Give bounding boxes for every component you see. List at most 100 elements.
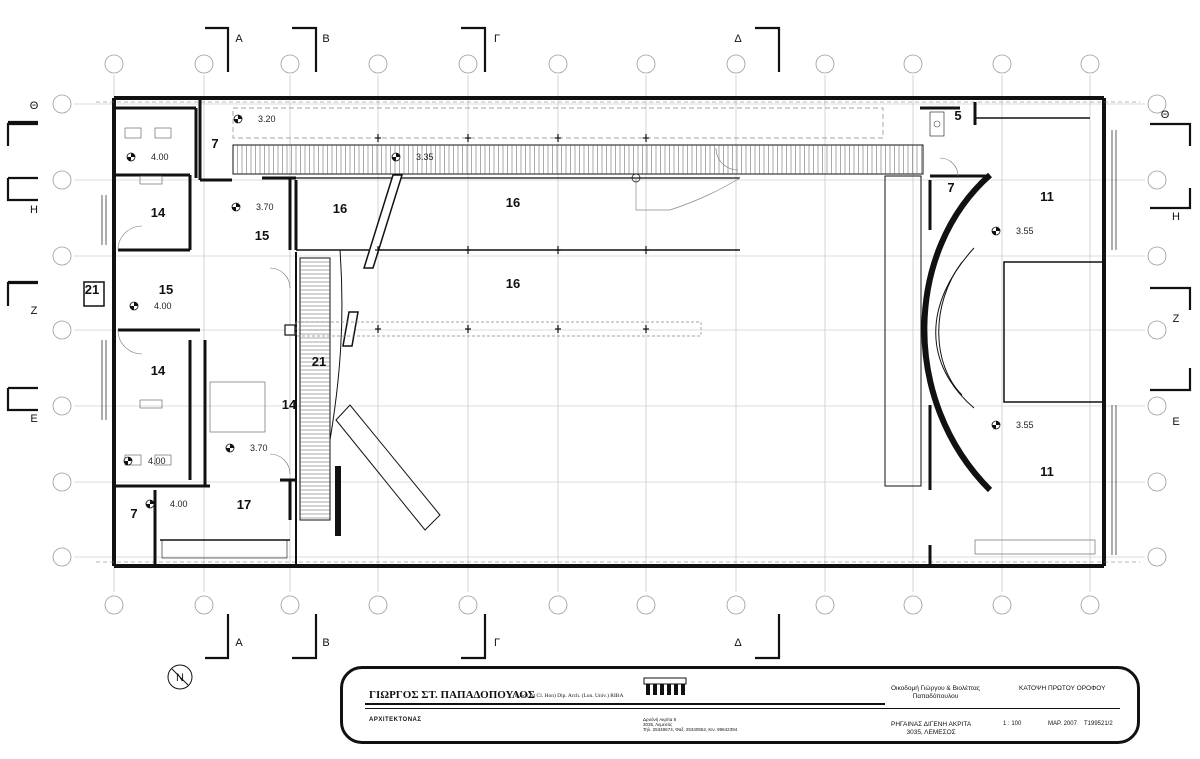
grid-bubble-bottom [194,595,214,615]
grid-bubble-bottom [815,595,835,615]
section-label-left: Θ [30,100,39,112]
architect-name: ΓΙΩΡΓΟΣ ΣΤ. ΠΑΠΑΔΟΠΟΥΛΟΣ [369,689,535,701]
grid-bubble-right [1147,472,1167,492]
section-cut-mark [1150,122,1192,146]
room-number: 14 [151,363,166,378]
angled-walls [329,174,404,441]
north-label: N [176,672,184,684]
grid-bubble-left [52,170,72,190]
grid-bubble-right [1147,94,1167,114]
grid-bubble-left [52,547,72,567]
grid-bubble-top [458,54,478,74]
curved-wall [921,172,993,493]
grid-bubble-left [52,94,72,114]
section-label-bottom: Δ [734,637,742,649]
room-number: 16 [506,195,520,210]
room-number: 14 [151,205,166,220]
address-line-2: 3035, Λεμεσός [643,722,673,728]
address-line-1: Δρυόνή Ακρίτα 8 [643,717,677,722]
room-number: 7 [130,506,137,521]
level-value: 3.35 [416,152,434,162]
room-number: 21 [312,354,326,369]
section-cut-mark [461,26,487,72]
section-cut-mark [6,122,38,146]
level-value: 4.00 [151,152,169,162]
title-rule-thick [365,703,885,705]
drawing-title: ΚΑΤΟΨΗ ΠΡΩΤΟΥ ΟΡΟΦΟΥ [1019,685,1106,692]
section-label-top: Δ [734,33,742,45]
level-value: 4.00 [148,456,166,466]
north-arrow: N [167,664,193,690]
section-cut-mark [461,614,487,660]
grid-bubble-right [1147,170,1167,190]
level-value: 4.00 [170,499,188,509]
room-number: 21 [85,282,99,297]
grid-bubble-bottom [1080,595,1100,615]
section-cut-mark [205,614,230,660]
level-marker-fill [130,302,138,310]
grid-bubble-top [636,54,656,74]
grid-bubble-top [815,54,835,74]
grid-bubble-top [726,54,746,74]
title-block: ΓΙΩΡΓΟΣ ΣΤ. ΠΑΠΑΔΟΠΟΥΛΟΣ B.Sc (1st Cl. H… [340,666,1140,744]
level-marker-fill [232,203,240,211]
room-number: 7 [947,180,954,195]
level-value: 3.70 [256,202,274,212]
level-marker-fill [992,227,1000,235]
section-cut-mark [1150,188,1192,210]
room-number: 15 [255,228,269,243]
grid-bubble-right [1147,320,1167,340]
section-cut-mark [6,388,38,412]
section-cut-mark [6,281,38,306]
room-number: 5 [954,108,961,123]
drawing-scale: 1 : 100 [1003,721,1022,727]
column [284,324,296,336]
section-label-top: Γ [494,33,500,45]
grid-bubble-left [52,472,72,492]
section-label-bottom: A [235,637,243,649]
level-marker-fill [392,153,400,161]
grid-bubble-top [992,54,1012,74]
address-line-3: Τηλ. 25348674, Φαξ. 25340552, Κιν. 99642… [643,727,738,733]
drawing-date: ΜΑΡ. 2007 [1048,721,1077,727]
section-label-left: E [30,413,37,425]
room-number: 16 [333,201,347,216]
grid-bubble-right [1147,396,1167,416]
grid-lines [74,75,1145,592]
grid-bubble-top [1080,54,1100,74]
site-address: ΡΗΓΑΙΝΑΣ ΔΙΓΕΝΗ ΑΚΡΙΤΑ 3035, ΛΕΜΕΣΟΣ [891,721,971,736]
section-label-left: H [30,204,38,216]
level-marker-fill [146,500,154,508]
section-cut-mark [1150,368,1192,392]
architect-address: Δρυόνή Ακρίτα 8 3035, Λεμεσός Τηλ. 25348… [643,717,737,733]
grid-bubble-bottom [548,595,568,615]
grid-bubble-bottom [104,595,124,615]
section-cut-mark [205,26,230,72]
room-number: 11 [1040,189,1054,204]
section-cut-mark [1150,286,1192,310]
grid-bubble-left [52,320,72,340]
section-label-bottom: Γ [494,637,500,649]
grid-bubble-left [52,396,72,416]
stair-north [232,144,924,175]
grid-bubble-bottom [458,595,478,615]
grid-bubble-bottom [903,595,923,615]
section-cut-mark [292,614,318,660]
grid-bubble-bottom [368,595,388,615]
grid-bubble-bottom [992,595,1012,615]
stair-east [884,175,1105,487]
firm-logo [643,677,687,695]
stair-west [299,257,331,521]
room-number: 14 [282,397,297,412]
level-value: 3.70 [250,443,268,453]
room-number: 11 [1040,464,1054,479]
grid-bubble-left [52,246,72,266]
section-label-right: E [1172,416,1179,428]
stair-diagonal [335,404,441,531]
project-line-2: Παπαδόπουλου [912,692,959,700]
project-line-1: Οικοδομή Γιώργου & Βιολέττας [891,685,980,692]
grid-bubble-bottom [726,595,746,615]
